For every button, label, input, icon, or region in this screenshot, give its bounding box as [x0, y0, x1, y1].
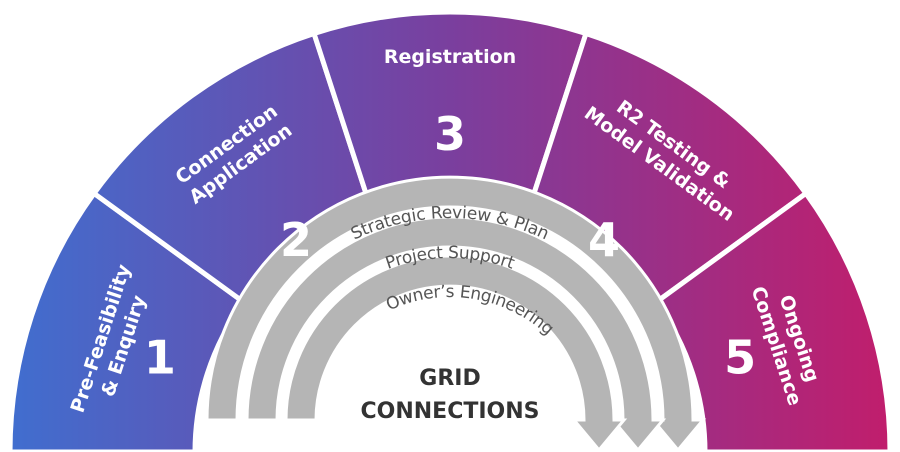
stage-number-4: 4: [588, 213, 620, 267]
stage-label-3: Registration: [384, 46, 516, 68]
stage-number-1: 1: [144, 331, 176, 385]
service-ring-3: [284, 254, 628, 452]
center-title-line2: CONNECTIONS: [361, 399, 540, 424]
stage-number-5: 5: [724, 331, 756, 385]
stage-number-2: 2: [280, 213, 312, 267]
stage-number-3: 3: [434, 107, 466, 161]
stage-segments: [7, 9, 893, 452]
service-ring-2: [245, 215, 667, 452]
stage-label-line: Registration: [384, 46, 516, 68]
center-title-line1: GRID: [419, 366, 480, 391]
service-ring-1: [205, 175, 707, 452]
